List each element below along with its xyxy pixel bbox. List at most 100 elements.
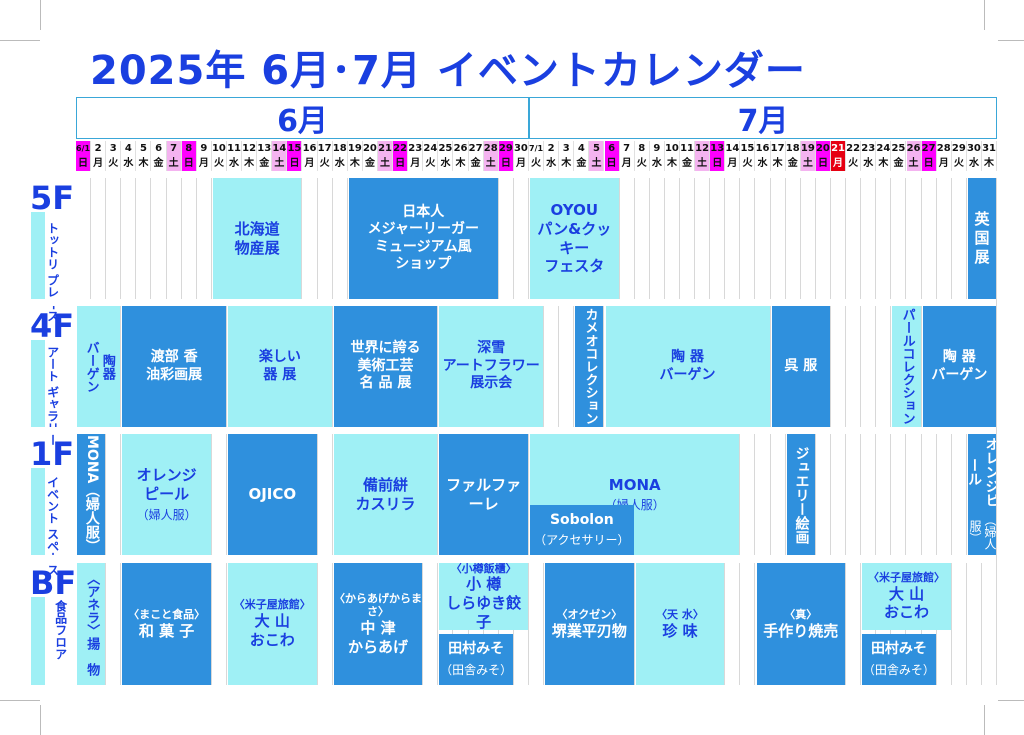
day-weekday: 日 bbox=[76, 156, 92, 171]
event-title: OYOU パン&クッキー フェスタ bbox=[537, 201, 612, 276]
day-weekday: 月 bbox=[91, 156, 107, 171]
event-block-4f: カメオコレクション bbox=[575, 306, 604, 427]
day-number: 9 bbox=[650, 141, 665, 156]
day-weekday: 金 bbox=[152, 156, 167, 171]
event-block-bf: 〈まこと食品〉和 菓 子 bbox=[122, 563, 211, 685]
day-weekday: 土 bbox=[695, 156, 711, 171]
day-number: 22 bbox=[393, 141, 409, 156]
day-number: 16 bbox=[756, 141, 771, 156]
day-number: 7/1 bbox=[529, 141, 545, 156]
day-weekday: 木 bbox=[559, 156, 575, 171]
event-title: 北海道 物産展 bbox=[234, 219, 280, 257]
day-number: 25 bbox=[438, 141, 454, 156]
event-subtitle: （婦人服） bbox=[136, 507, 197, 522]
event-title: オレンジピール bbox=[967, 436, 997, 507]
day-number: 4 bbox=[121, 141, 137, 156]
day-weekday: 月 bbox=[831, 156, 847, 171]
day-weekday: 火 bbox=[106, 156, 122, 171]
event-title: 備前絣 カスリラ bbox=[355, 475, 416, 513]
day-number: 28 bbox=[483, 141, 499, 156]
event-title: MONA bbox=[608, 475, 661, 494]
event-name: 大 山 おこわ bbox=[249, 612, 295, 649]
day-number: 10 bbox=[212, 141, 227, 156]
day-weekday: 土 bbox=[589, 156, 605, 171]
event-block-bf-sub: 田村みそ（田舎みそ） bbox=[439, 634, 513, 685]
day-weekday: 金 bbox=[891, 156, 907, 171]
day-number: 11 bbox=[227, 141, 243, 156]
event-title: 〈米子屋旅館〉 bbox=[867, 570, 945, 584]
event-block-4f: 陶 器 バーゲン bbox=[605, 306, 770, 427]
day-number: 8 bbox=[181, 141, 197, 156]
event-block-1f: オレンジピール （婦人服） bbox=[967, 434, 997, 555]
event-title: 〈真〉 bbox=[784, 607, 818, 621]
day-weekday: 日 bbox=[393, 156, 409, 171]
day-number: 19 bbox=[348, 141, 363, 156]
event-title: 呉 服 bbox=[784, 357, 818, 374]
event-block-4f: 世界に誇る 美術工芸 名 品 展 bbox=[333, 306, 438, 427]
event-title: 〈アネラ〉揚 物 bbox=[84, 572, 100, 676]
event-title: 陶 器 バーゲン bbox=[659, 349, 716, 383]
event-block-4f: 渡部 香 油彩画展 bbox=[122, 306, 226, 427]
event-name: 堺業平刃物 bbox=[551, 621, 627, 640]
event-title: 〈米子屋旅館〉 bbox=[233, 598, 311, 612]
day-weekday: 金 bbox=[786, 156, 801, 171]
event-name: 大 山 おこわ bbox=[883, 584, 929, 622]
event-name: 手作り焼売 bbox=[763, 621, 839, 640]
floor-name: イベント スペース bbox=[45, 476, 60, 577]
event-block-bf: 〈アネラ〉揚 物 bbox=[77, 563, 106, 685]
event-block-5f: 日本人 メジャーリーガー ミュージアム風 ショップ bbox=[348, 178, 498, 299]
event-block-bf: 〈真〉手作り焼売 bbox=[756, 563, 846, 685]
day-number: 7 bbox=[620, 141, 635, 156]
day-weekday: 木 bbox=[982, 156, 998, 171]
event-title: 田村みそ bbox=[870, 641, 927, 658]
row-separator bbox=[30, 299, 996, 306]
floor-label: 1F bbox=[30, 435, 75, 473]
day-number: 12 bbox=[242, 141, 258, 156]
event-title: 〈天 水〉 bbox=[656, 607, 704, 621]
event-title: 〈オクゼン〉 bbox=[556, 607, 623, 621]
day-weekday: 火 bbox=[318, 156, 333, 171]
day-weekday: 木 bbox=[348, 156, 363, 171]
event-title: オレンジ ピール bbox=[136, 466, 197, 503]
row-separator bbox=[30, 427, 996, 434]
event-subtitle: （田舎みそ） bbox=[862, 662, 935, 677]
day-weekday: 金 bbox=[574, 156, 590, 171]
day-weekday: 水 bbox=[756, 156, 771, 171]
day-number: 20 bbox=[363, 141, 378, 156]
crop-mark bbox=[984, 0, 985, 30]
event-subtitle: （婦人服） bbox=[967, 514, 997, 551]
day-weekday: 木 bbox=[136, 156, 152, 171]
crop-mark bbox=[0, 700, 40, 701]
day-weekday: 木 bbox=[242, 156, 258, 171]
day-number: 16 bbox=[303, 141, 318, 156]
event-title: ファルファーレ bbox=[446, 475, 522, 513]
event-subtitle: （アクセサリー） bbox=[534, 533, 630, 548]
day-weekday: 日 bbox=[287, 156, 303, 171]
day-column bbox=[982, 178, 998, 685]
day-number: 17 bbox=[771, 141, 786, 156]
day-weekday: 土 bbox=[272, 156, 288, 171]
day-number: 10 bbox=[665, 141, 680, 156]
floor-label: 5F bbox=[30, 179, 75, 217]
event-block-1f: 備前絣 カスリラ bbox=[333, 434, 438, 555]
day-number: 15 bbox=[287, 141, 303, 156]
crop-mark bbox=[998, 700, 1024, 701]
day-weekday: 月 bbox=[725, 156, 741, 171]
day-number: 9 bbox=[197, 141, 212, 156]
day-number: 26 bbox=[454, 141, 469, 156]
floor-bar bbox=[31, 212, 45, 299]
day-number: 12 bbox=[695, 141, 711, 156]
day-number: 22 bbox=[846, 141, 862, 156]
day-weekday: 月 bbox=[620, 156, 635, 171]
day-weekday: 日 bbox=[181, 156, 197, 171]
day-number: 23 bbox=[408, 141, 424, 156]
event-title: 〈まこと食品〉 bbox=[128, 607, 206, 621]
day-number: 19 bbox=[800, 141, 816, 156]
event-title: 田村みそ bbox=[448, 641, 505, 658]
event-block-5f: OYOU パン&クッキー フェスタ bbox=[530, 178, 619, 299]
day-weekday: 木 bbox=[454, 156, 469, 171]
day-weekday: 金 bbox=[257, 156, 273, 171]
floor-bar bbox=[31, 468, 45, 555]
day-number: 24 bbox=[423, 141, 439, 156]
day-number: 24 bbox=[876, 141, 892, 156]
